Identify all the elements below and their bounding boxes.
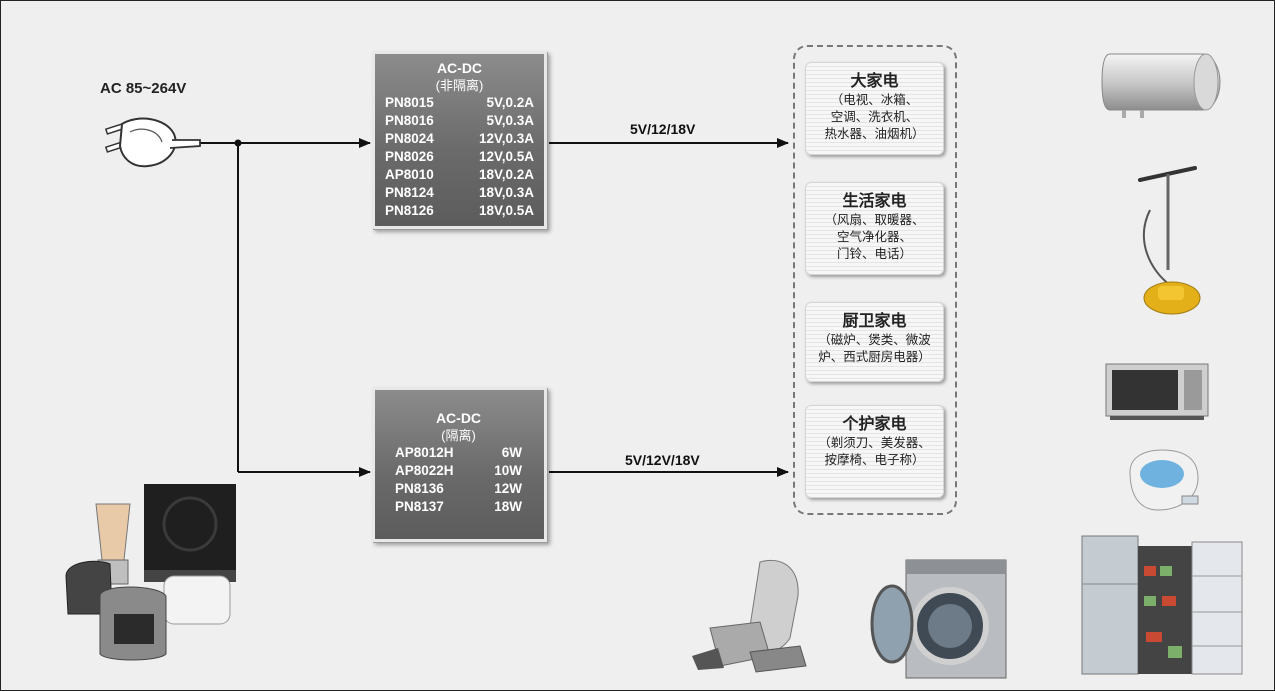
input-voltage-label: AC 85~264V	[100, 80, 187, 97]
part-row: PN8137 18W	[395, 498, 522, 516]
category-desc: （电视、冰箱、	[830, 93, 919, 107]
category-title: 生活家电	[842, 193, 907, 210]
category-living-appliances: 生活家电 （风扇、取暖器、 空气净化器、 门铃、电话）	[805, 182, 944, 275]
category-desc: 炉、西式厨房电器）	[818, 350, 931, 364]
massage-chair-icon	[692, 559, 807, 673]
part-spec: 18V,0.5A	[478, 203, 534, 218]
part-number: PN8026	[385, 149, 434, 164]
part-row: AP8012H 6W	[395, 444, 522, 462]
part-spec: 18W	[494, 499, 522, 514]
category-desc: 门铃、电话）	[836, 247, 912, 261]
part-spec: 12V,0.3A	[478, 131, 534, 146]
part-row: PN8136 12W	[395, 480, 522, 498]
category-title: 大家电	[850, 73, 899, 90]
part-row: PN8024 12V,0.3A	[385, 130, 534, 148]
category-desc: 空气净化器、	[836, 230, 912, 244]
garment-steamer-icon	[1138, 166, 1201, 315]
kitchen-appliances-icon	[65, 484, 236, 661]
part-spec: 12V,0.5A	[478, 149, 534, 164]
part-number: AP8012H	[395, 445, 454, 460]
part-number: AP8022H	[395, 463, 454, 478]
isolated-output-label: 5V/12V/18V	[625, 452, 700, 468]
category-large-appliances: 大家电 （电视、冰箱、 空调、洗衣机、 热水器、油烟机）	[805, 62, 944, 155]
part-spec: 5V,0.2A	[486, 95, 534, 110]
nonisolated-output-label: 5V/12/18V	[630, 121, 696, 137]
part-row: PN8015 5V,0.2A	[385, 94, 534, 112]
part-number: PN8136	[395, 481, 444, 496]
category-kitchen-appliances: 厨卫家电 （磁炉、煲类、微波 炉、西式厨房电器）	[805, 302, 944, 382]
module-title: AC-DC	[436, 60, 483, 76]
category-desc: （磁炉、煲类、微波	[818, 333, 931, 347]
category-desc: 按摩椅、电子称）	[824, 453, 925, 467]
part-spec: 5V,0.3A	[486, 113, 534, 128]
water-heater-icon	[1101, 53, 1221, 118]
part-spec: 18V,0.2A	[478, 167, 534, 182]
part-number: PN8124	[385, 185, 434, 200]
part-row: PN8016 5V,0.3A	[385, 112, 534, 130]
part-number: AP8010	[385, 167, 434, 182]
part-number: PN8015	[385, 95, 434, 110]
part-row: PN8026 12V,0.5A	[385, 148, 534, 166]
part-row: PN8124 18V,0.3A	[385, 184, 534, 202]
junction-dot	[234, 139, 242, 147]
part-spec: 12W	[494, 481, 522, 496]
washing-machine-icon	[870, 559, 1007, 679]
category-title: 厨卫家电	[842, 313, 907, 330]
category-desc: （剃须刀、美发器、	[818, 436, 931, 450]
part-spec: 18V,0.3A	[478, 185, 534, 200]
part-spec: 10W	[494, 463, 522, 478]
microwave-icon	[1105, 363, 1209, 420]
category-title: 个护家电	[842, 416, 907, 433]
part-number: PN8137	[395, 499, 444, 514]
part-row: AP8010 18V,0.2A	[385, 166, 534, 184]
part-row: PN8126 18V,0.5A	[385, 202, 534, 220]
category-personal-care-appliances: 个护家电 （剃须刀、美发器、 按摩椅、电子称）	[805, 405, 944, 498]
category-desc: （风扇、取暖器、	[824, 213, 925, 227]
category-desc: 空调、洗衣机、	[830, 110, 919, 124]
category-desc: 热水器、油烟机）	[824, 127, 925, 141]
isolated-module: AC-DC (隔离) AP8012H 6W AP8022H 10W PN8136 12…	[372, 387, 547, 542]
part-number: PN8126	[385, 203, 434, 218]
module-subtitle: (隔离)	[441, 428, 476, 443]
foot-spa-icon	[1129, 449, 1199, 511]
module-title: AC-DC	[435, 410, 482, 426]
part-number: PN8024	[385, 131, 434, 146]
part-spec: 6W	[501, 445, 522, 460]
part-number: PN8016	[385, 113, 434, 128]
appliance-category-group	[793, 45, 957, 515]
plug-icon	[104, 117, 201, 168]
module-subtitle: (非隔离)	[435, 78, 484, 93]
refrigerator-icon	[1081, 535, 1243, 675]
part-row: AP8022H 10W	[395, 462, 522, 480]
